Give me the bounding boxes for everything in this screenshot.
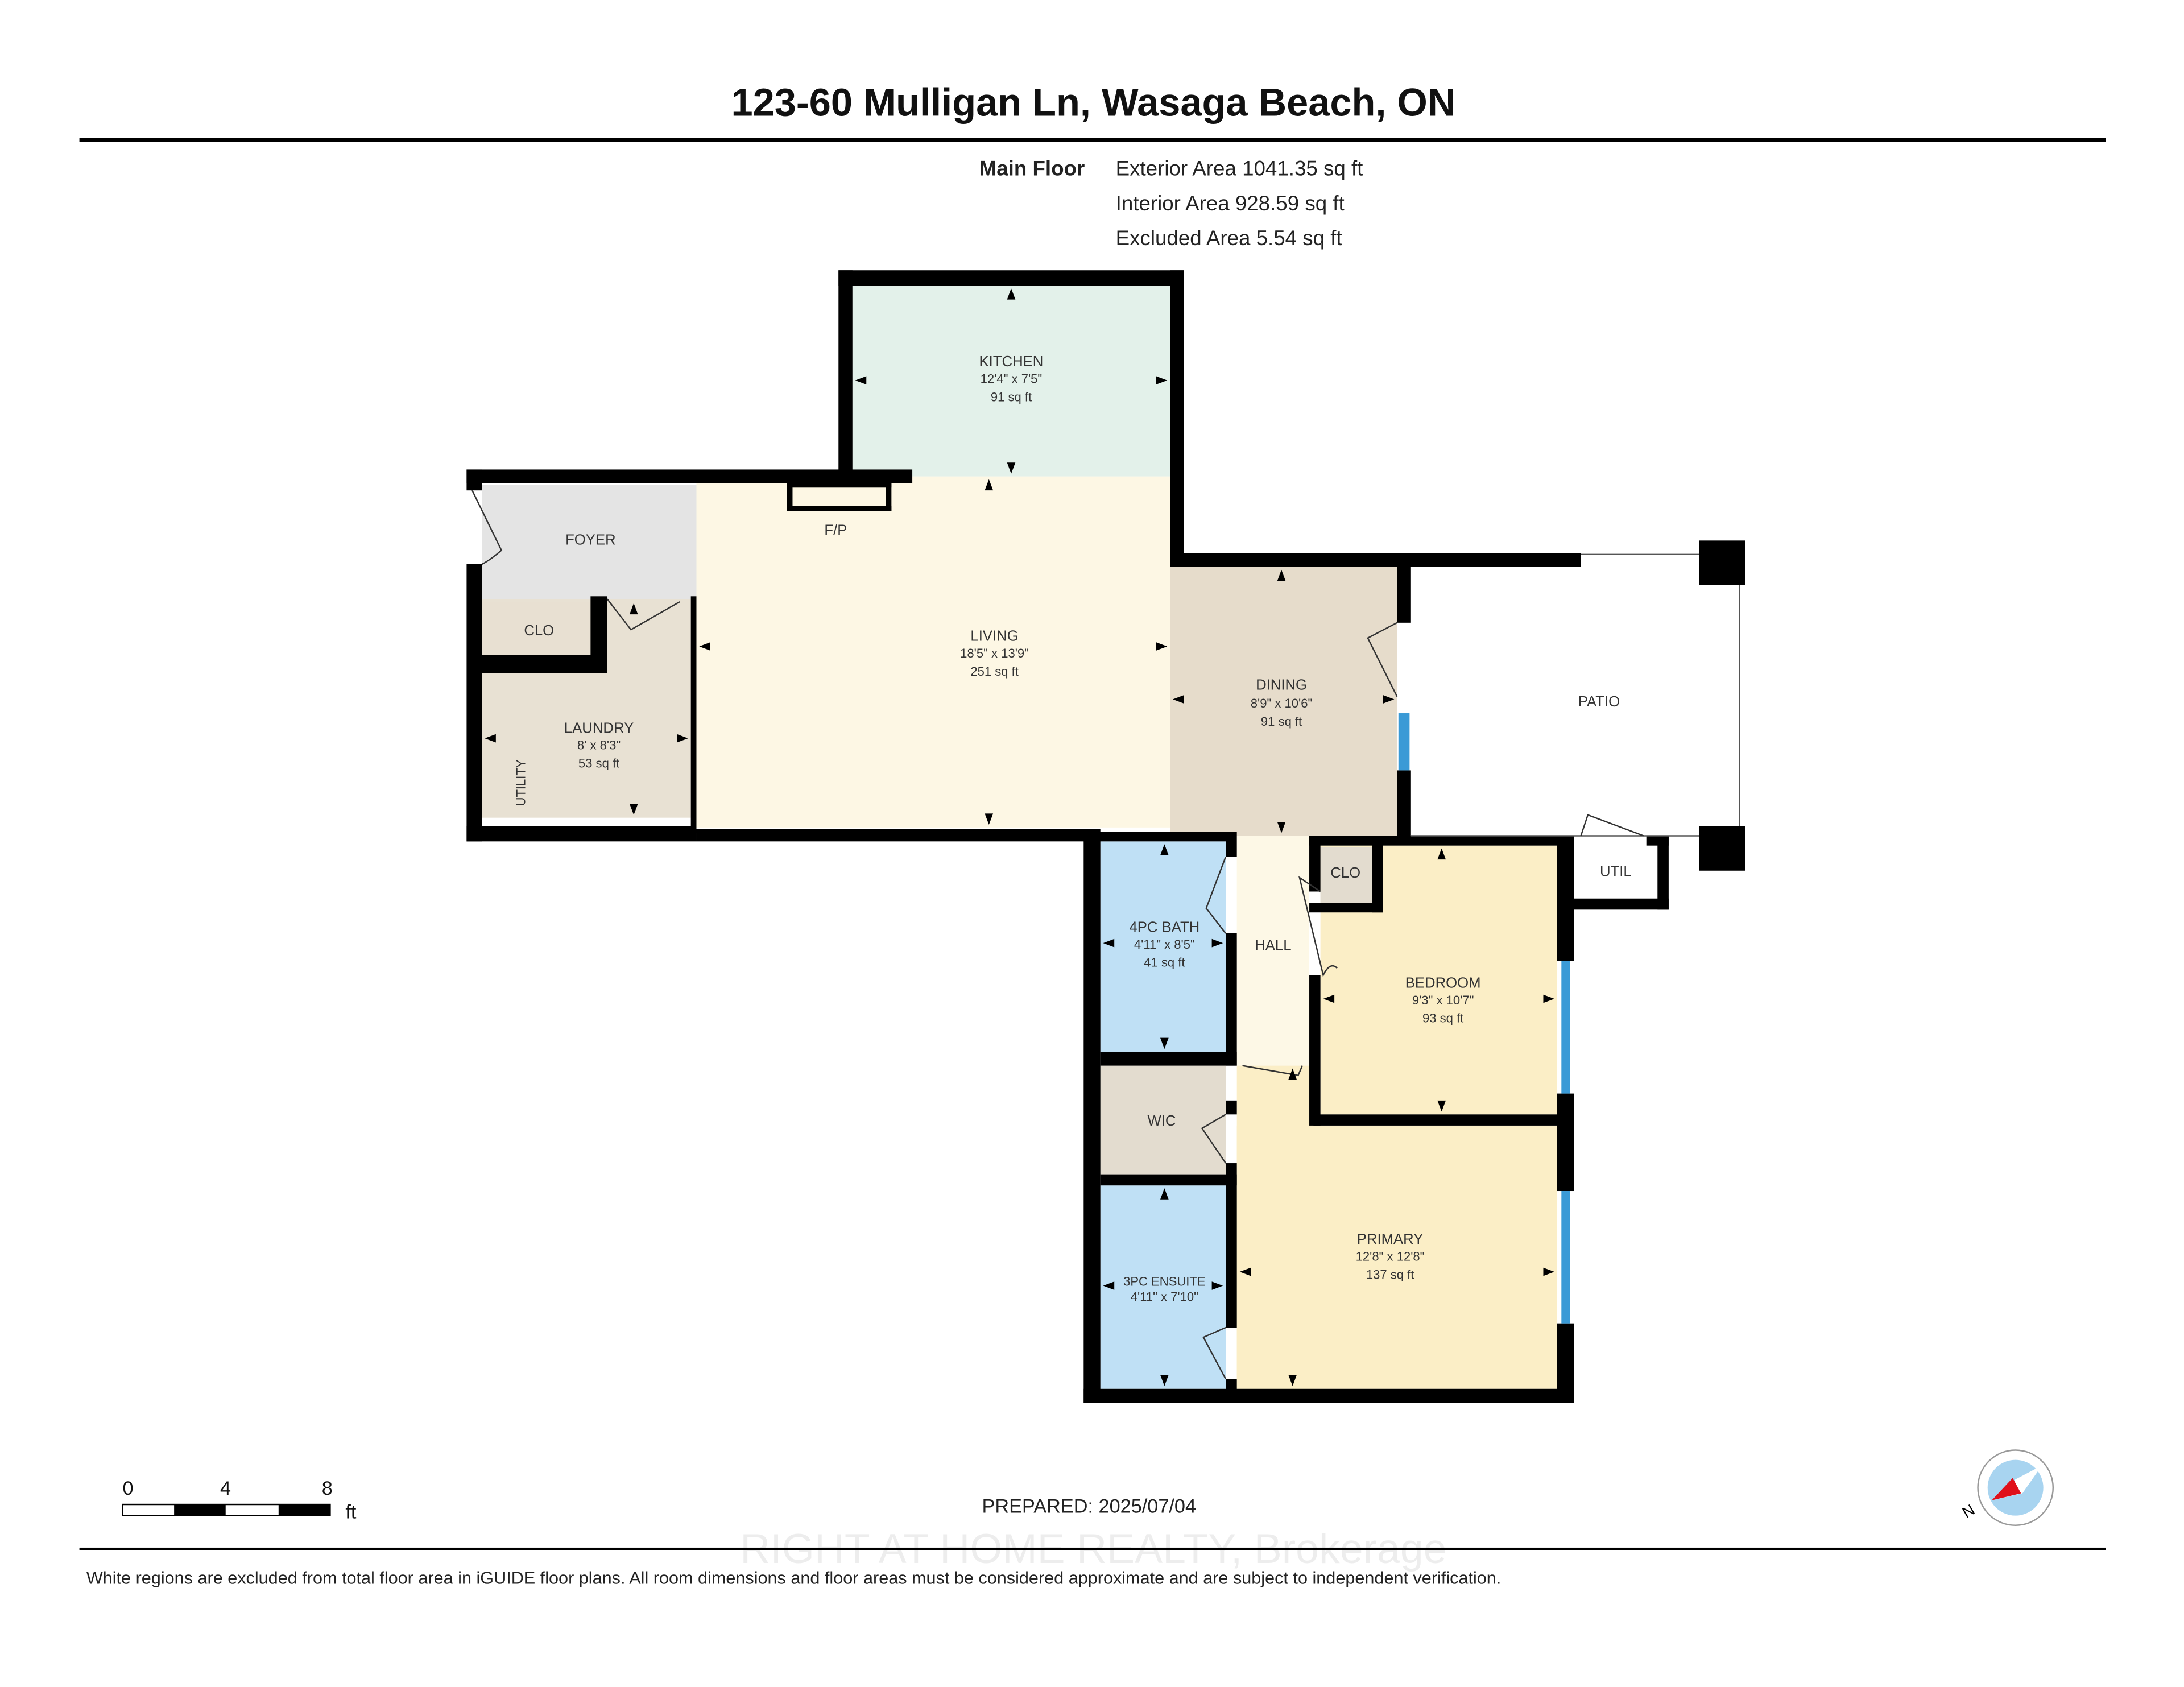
room-dimensions: 4'11" x 8'5": [1134, 937, 1195, 952]
bath-fill: [1100, 841, 1226, 1052]
room-wic: WIC: [1147, 1113, 1176, 1129]
room-laundry: LAUNDRY 8' x 8'3" 53 sq ft: [564, 720, 634, 770]
door-swings: [471, 490, 1644, 1380]
room-fills: [482, 286, 1557, 1389]
room-dining: DINING 8'9" x 10'6" 91 sq ft: [1251, 677, 1313, 729]
page-title: 123-60 Mulligan Ln, Wasaga Beach, ON: [731, 80, 1456, 124]
scale-unit: ft: [345, 1502, 357, 1523]
room-area: 41 sq ft: [1144, 956, 1185, 970]
room-area: 93 sq ft: [1422, 1011, 1463, 1026]
room-dimensions: 8'9" x 10'6": [1251, 696, 1313, 710]
dining-fill: [1170, 567, 1397, 836]
room-living: LIVING 18'5" x 13'9" 251 sq ft: [960, 629, 1029, 679]
room-area: 251 sq ft: [970, 664, 1019, 679]
ensuite-fill: [1100, 1185, 1226, 1389]
room-closet: CLO: [524, 623, 554, 639]
closet-fill: [482, 602, 597, 655]
windows: [1398, 713, 1570, 1324]
foyer-fill: [482, 485, 697, 599]
primary-fill-2: [1236, 1125, 1557, 1389]
floor-name: Main Floor: [979, 157, 1085, 180]
room-patio: PATIO: [1578, 694, 1620, 710]
utility-label: UTILITY: [514, 759, 528, 806]
disclaimer: White regions are excluded from total fl…: [86, 1569, 1501, 1588]
closet-fill-2: [1320, 847, 1372, 903]
interior-area: Interior Area 928.59 sq ft: [1116, 192, 1345, 215]
prepared-date: PREPARED: 2025/07/04: [982, 1496, 1197, 1518]
excluded-area: Excluded Area 5.54 sq ft: [1116, 226, 1342, 250]
fireplace-label: F/P: [824, 523, 847, 539]
scale-tick-0: 0: [123, 1478, 134, 1499]
room-dimensions: 4'11" x 7'10": [1131, 1289, 1198, 1304]
room-kitchen: KITCHEN 12'4" x 7'5" 91 sq ft: [979, 354, 1044, 404]
room-area: 137 sq ft: [1366, 1267, 1414, 1281]
kitchen-fill: [852, 286, 1170, 477]
compass-icon: N: [1959, 1449, 2054, 1526]
room-dimensions: 12'8" x 12'8": [1356, 1249, 1425, 1263]
room-dimensions: 9'3" x 10'7": [1412, 993, 1474, 1007]
living-fill: [696, 476, 1170, 828]
room-name: 4PC BATH: [1129, 920, 1199, 936]
room-dimensions: 8' x 8'3": [577, 738, 621, 752]
header-divider: [79, 138, 2106, 142]
room-util: UTIL: [1600, 864, 1632, 880]
room-name: PRIMARY: [1357, 1231, 1424, 1247]
scale-tick-4: 4: [220, 1478, 231, 1499]
room-primary: PRIMARY 12'8" x 12'8" 137 sq ft: [1356, 1231, 1425, 1281]
scale-tick-8: 8: [322, 1478, 333, 1499]
room-area: 91 sq ft: [1261, 714, 1302, 729]
room-dimensions: 18'5" x 13'9": [960, 646, 1029, 660]
room-hall: HALL: [1255, 937, 1291, 953]
scale-bar: 0 4 8 ft: [122, 1478, 357, 1523]
room-4pc-bath: 4PC BATH 4'11" x 8'5" 41 sq ft: [1129, 920, 1199, 970]
room-3pc-ensuite: 3PC ENSUITE 4'11" x 7'10": [1123, 1275, 1205, 1304]
footer-divider: [79, 1547, 2106, 1550]
room-area: 53 sq ft: [578, 756, 619, 771]
walls: [466, 270, 1745, 1403]
room-bedroom: BEDROOM 9'3" x 10'7" 93 sq ft: [1405, 975, 1481, 1025]
room-name: BEDROOM: [1405, 975, 1481, 991]
north-label: N: [1959, 1501, 1978, 1521]
room-dimensions: 12'4" x 7'5": [981, 372, 1043, 386]
room-name: DINING: [1256, 677, 1307, 693]
room-name: LIVING: [970, 629, 1018, 644]
room-name: LAUNDRY: [564, 720, 634, 736]
room-closet-2: CLO: [1330, 865, 1360, 881]
hall-fill: [1236, 836, 1310, 1066]
room-foyer: FOYER: [565, 532, 616, 548]
room-name: 3PC ENSUITE: [1123, 1275, 1205, 1289]
patio-outline: [1410, 553, 1740, 837]
floor-area-summary: Main Floor Exterior Area 1041.35 sq ft I…: [979, 157, 1363, 250]
room-name: KITCHEN: [979, 354, 1044, 370]
exterior-area: Exterior Area 1041.35 sq ft: [1116, 157, 1363, 180]
watermark: RIGHT AT HOME REALTY, Brokerage: [740, 1525, 1446, 1572]
dimension-arrows: [485, 288, 1555, 1386]
room-area: 91 sq ft: [991, 390, 1032, 404]
wic-fill: [1100, 1065, 1226, 1175]
